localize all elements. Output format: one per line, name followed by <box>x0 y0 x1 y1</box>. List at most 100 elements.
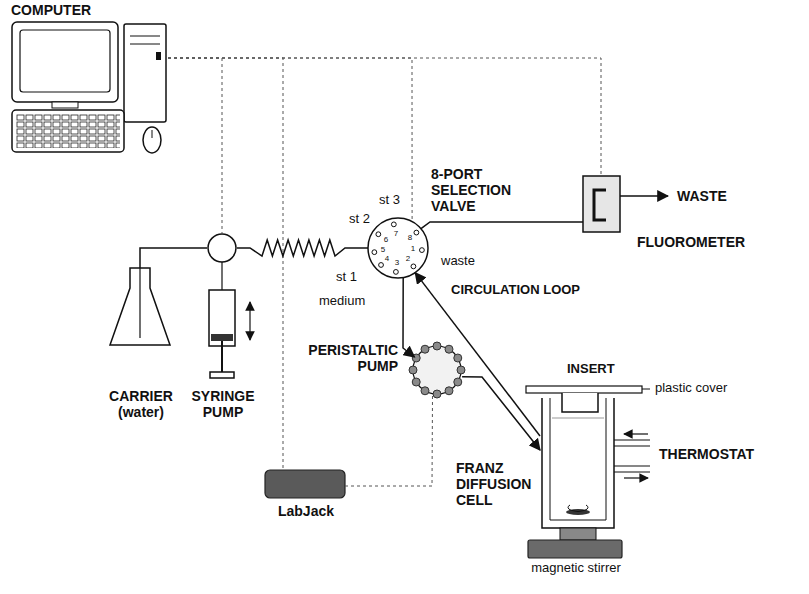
franz-diffusion-cell: FRANZ DIFFUSION CELL <box>540 398 615 530</box>
peristaltic-pump-drawing <box>413 346 461 394</box>
port-number: 5 <box>380 245 386 254</box>
franz-cell-drawing <box>642 389 650 390</box>
selection-valve-drawing <box>368 218 428 278</box>
peristaltic-pump-drawing <box>409 342 465 398</box>
port-number: 3 <box>394 258 400 267</box>
carrier-flask <box>110 268 170 345</box>
syringe-pump: SYRINGE PUMP <box>207 234 237 382</box>
port-label: waste <box>440 254 476 269</box>
fluorometer-label: FLUOROMETER <box>636 234 746 250</box>
franz-cell-drawing <box>614 439 650 440</box>
franz-cell-drawing <box>562 393 598 412</box>
part-label: THERMOSTAT <box>658 446 755 462</box>
peristaltic-pump-drawing <box>445 387 453 395</box>
selection-valve-drawing <box>420 248 425 253</box>
syringe-pump-drawing <box>209 290 235 346</box>
syringe-pump-drawing <box>210 372 234 378</box>
signal-line <box>168 58 283 470</box>
computer-drawing <box>130 44 160 45</box>
selection-valve-drawing <box>372 250 377 255</box>
part-label: INSERT <box>566 362 616 377</box>
syringe-pump-label: SYRINGE PUMP <box>186 388 260 420</box>
franz-cell-drawing <box>552 418 604 419</box>
franz-cell-drawing <box>624 477 648 478</box>
carrier-flask: CARRIER (water) <box>110 268 170 345</box>
magnetic-stirrer-drawing <box>528 540 622 558</box>
computer-drawing <box>52 102 78 108</box>
computer-label: COMPUTER <box>10 2 92 18</box>
labjack-box <box>265 470 345 498</box>
tubing-line <box>403 278 415 358</box>
tubing-line <box>462 377 540 450</box>
signal-line <box>168 58 222 234</box>
franz-cell-drawing <box>614 471 650 472</box>
franz-cell-drawing <box>614 465 650 466</box>
magnetic-stirrer: magnetic stirrer <box>528 540 622 558</box>
syringe-pump-drawing <box>208 234 236 262</box>
signal-line <box>345 396 433 486</box>
labjack-box <box>265 470 345 498</box>
peristaltic-pump-drawing <box>421 387 429 395</box>
carrier-flask-label: CARRIER (water) <box>100 388 182 420</box>
selection-valve-drawing <box>368 218 428 278</box>
selection-valve-drawing <box>379 263 384 268</box>
carrier-flask <box>110 268 170 345</box>
tubing-line <box>237 240 368 256</box>
peristaltic-pump-drawing <box>433 342 441 350</box>
selection-valve-drawing <box>411 264 416 269</box>
port-number: 1 <box>410 244 416 253</box>
peristaltic-pump-drawing <box>445 345 453 353</box>
peristaltic-pump-drawing <box>433 390 441 398</box>
port-label: st 2 <box>348 212 371 227</box>
peristaltic-pump-drawing <box>412 378 420 386</box>
peristaltic-pump-drawing <box>457 366 465 374</box>
computer-drawing <box>12 22 118 102</box>
franz-cell-drawing <box>624 433 648 434</box>
tubing-line <box>140 248 207 268</box>
selection-valve-drawing <box>394 270 399 275</box>
fluorometer-drawing <box>583 176 668 232</box>
selection-valve-drawing <box>376 232 381 237</box>
port-number: 8 <box>407 233 413 242</box>
syringe-pump-drawing <box>208 234 250 378</box>
peristaltic-pump-drawing <box>454 354 462 362</box>
franz-cell-drawing <box>550 398 606 520</box>
syringe-pump-drawing <box>221 262 222 290</box>
part-label: plastic cover <box>654 381 728 396</box>
labjack-label: LabJack <box>265 503 347 519</box>
selection-valve-drawing <box>372 222 424 274</box>
signal-line <box>168 58 601 176</box>
port-label: st 3 <box>378 193 401 208</box>
syringe-pump-drawing <box>221 341 223 372</box>
port-label: st 1 <box>335 270 358 285</box>
fluorometer: FLUOROMETER <box>583 176 620 232</box>
peristaltic-pump-drawing <box>409 366 417 374</box>
peristaltic-pump-label: PERISTALTIC PUMP <box>297 342 399 374</box>
magnetic-stirrer-drawing <box>560 528 596 540</box>
tubing-label: CIRCULATION LOOP <box>450 283 581 298</box>
fluorometer-drawing <box>583 176 620 232</box>
computer-drawing <box>16 114 120 148</box>
franz-diffusion-cell-label: FRANZ DIFFUSION CELL <box>455 460 539 508</box>
computer-drawing <box>143 127 161 153</box>
peristaltic-pump-drawing <box>454 378 462 386</box>
franz-cell-drawing <box>568 505 588 511</box>
labjack: LabJack <box>265 470 345 498</box>
selection-valve-label: 8-PORT SELECTION VALVE <box>430 166 522 214</box>
computer-drawing <box>156 52 161 60</box>
carrier-flask <box>139 268 140 338</box>
computer-drawing <box>12 22 166 153</box>
selection-valve-drawing <box>391 222 396 227</box>
syringe-pump-drawing <box>249 302 250 340</box>
signal-line <box>168 58 412 222</box>
franz-cell-drawing <box>526 386 642 393</box>
port-number: 6 <box>383 235 389 244</box>
computer-drawing <box>130 36 160 37</box>
selection-valve-drawing <box>414 230 419 235</box>
peristaltic-pump-drawing <box>421 345 429 353</box>
computer-drawing <box>152 130 153 138</box>
